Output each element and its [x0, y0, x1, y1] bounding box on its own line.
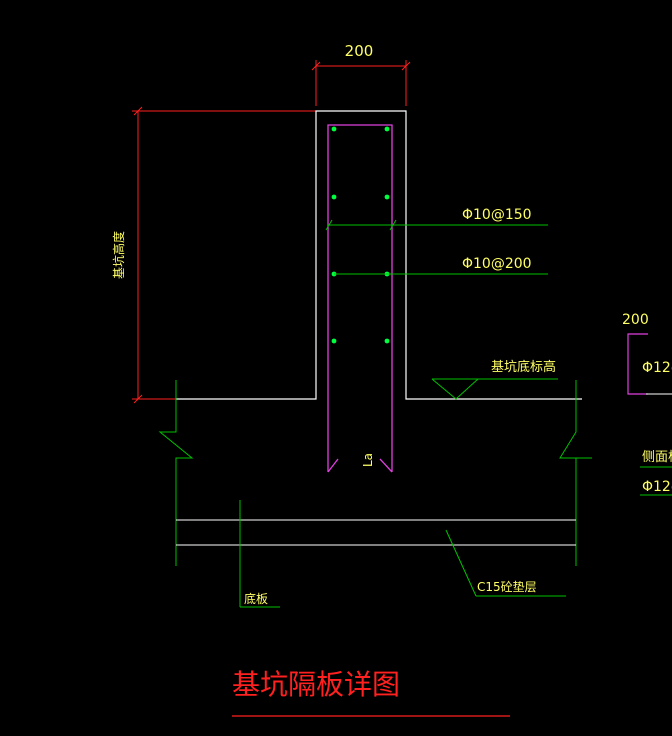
- rebar-cage: [327, 124, 393, 473]
- left-height-label: 基坑高度: [111, 231, 126, 279]
- right-width-label: 200: [622, 312, 649, 328]
- rebar-dots: [331, 126, 390, 344]
- anchorage-length-label: La: [361, 453, 375, 467]
- right-rebar-callout-b: Φ12@: [642, 479, 672, 495]
- drawing-title: 基坑隔板详图: [232, 668, 400, 701]
- right-side-label: 侧面构: [642, 450, 672, 465]
- wall-outline: [176, 110, 582, 400]
- bottom-slab-label: 底板: [244, 591, 268, 606]
- pit-bottom-elevation-label: 基坑底标高: [491, 359, 556, 375]
- rebar-callout-150: Φ10@150: [462, 207, 532, 223]
- cushion-layer-label: C15砼垫层: [477, 579, 537, 594]
- left-height-dimension: [132, 106, 316, 404]
- right-rebar-callout-a: Φ12@: [642, 360, 672, 376]
- cushion-layer-lines: [176, 519, 576, 546]
- break-lines: [158, 380, 592, 566]
- top-width-dimension: [311, 60, 411, 106]
- rebar-callout-200: Φ10@200: [462, 256, 532, 272]
- leader-lines: [239, 219, 672, 608]
- top-width-label: 200: [345, 42, 374, 60]
- right-partial-detail: [627, 333, 672, 395]
